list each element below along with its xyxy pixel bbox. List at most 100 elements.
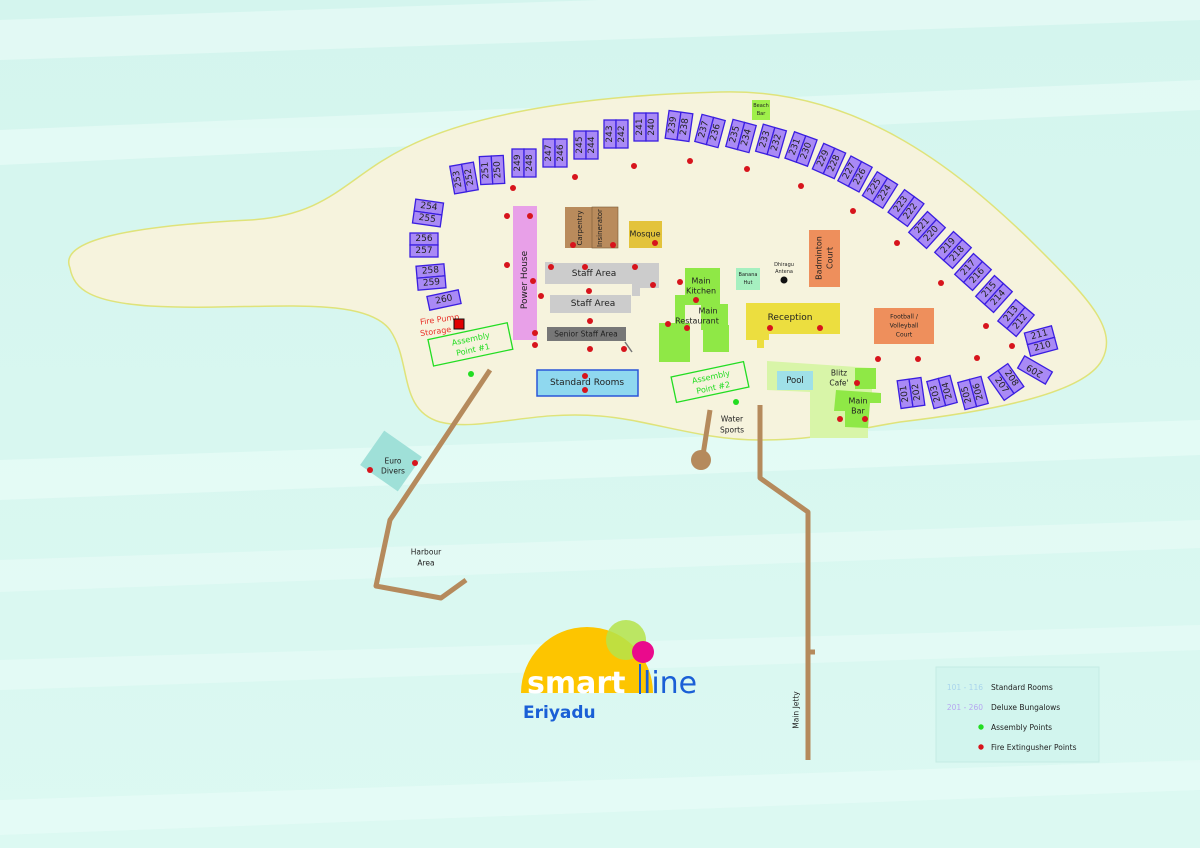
bungalow[interactable]	[676, 111, 694, 143]
bungalow[interactable]	[416, 275, 447, 291]
fire-extinguisher-point[interactable]	[587, 318, 593, 324]
assembly-point-1[interactable]	[427, 322, 514, 367]
banana-hut[interactable]	[736, 268, 760, 290]
bungalow[interactable]	[983, 282, 1014, 314]
bungalow[interactable]	[1026, 336, 1059, 358]
fire-extinguisher-point[interactable]	[610, 242, 616, 248]
bungalow[interactable]	[615, 119, 629, 149]
bungalow[interactable]	[822, 147, 847, 180]
carpentry[interactable]	[565, 207, 592, 248]
fire-extinguisher-point[interactable]	[650, 282, 656, 288]
fire-extinguisher-point[interactable]	[532, 330, 538, 336]
fire-extinguisher-point[interactable]	[1009, 343, 1015, 349]
bungalow[interactable]	[916, 218, 947, 250]
fire-extinguisher-point[interactable]	[621, 346, 627, 352]
euro-divers[interactable]	[360, 430, 422, 492]
bungalow[interactable]	[460, 161, 480, 193]
blitz-cafe[interactable]	[855, 368, 876, 389]
fire-extinguisher-point[interactable]	[530, 278, 536, 284]
fire-extinguisher-point[interactable]	[693, 297, 699, 303]
senior-staff-area[interactable]	[547, 327, 626, 341]
fire-extinguisher-point[interactable]	[652, 240, 658, 246]
staff-area-2[interactable]	[550, 295, 631, 313]
bungalow[interactable]	[968, 375, 990, 408]
bungalow[interactable]	[795, 135, 818, 168]
fire-extinguisher-point[interactable]	[862, 416, 868, 422]
fire-extinguisher-point[interactable]	[582, 387, 588, 393]
fire-extinguisher-point[interactable]	[510, 185, 516, 191]
fire-extinguisher-point[interactable]	[974, 355, 980, 361]
fire-extinguisher-point[interactable]	[938, 280, 944, 286]
main-kitchen[interactable]	[675, 268, 728, 330]
fire-extinguisher-point[interactable]	[527, 213, 533, 219]
bungalow[interactable]	[645, 112, 659, 142]
bungalow[interactable]	[871, 177, 899, 210]
bungalow[interactable]	[705, 116, 727, 149]
fire-extinguisher-point[interactable]	[854, 380, 860, 386]
fire-extinguisher-point[interactable]	[665, 321, 671, 327]
fire-extinguisher-point[interactable]	[532, 342, 538, 348]
fire-extinguisher-point[interactable]	[631, 163, 637, 169]
fire-extinguisher-point[interactable]	[548, 264, 554, 270]
fire-extinguisher-point[interactable]	[983, 323, 989, 329]
bungalow[interactable]	[585, 130, 599, 160]
fire-extinguisher-point[interactable]	[587, 346, 593, 352]
fire-extinguisher-point[interactable]	[412, 460, 418, 466]
fire-pump-storage[interactable]	[453, 318, 465, 330]
badminton-court[interactable]	[809, 230, 840, 287]
bungalow[interactable]	[942, 238, 973, 270]
bungalow[interactable]	[554, 138, 568, 168]
fire-extinguisher-point[interactable]	[582, 264, 588, 270]
bungalow[interactable]	[409, 244, 439, 258]
fire-extinguisher-point[interactable]	[570, 242, 576, 248]
fire-extinguisher-point[interactable]	[687, 158, 693, 164]
fire-extinguisher-point[interactable]	[894, 240, 900, 246]
fire-extinguisher-point[interactable]	[684, 325, 690, 331]
bungalow[interactable]	[490, 154, 506, 185]
fire-extinguisher-point[interactable]	[850, 208, 856, 214]
bungalow[interactable]	[766, 126, 788, 159]
bungalow[interactable]	[896, 195, 925, 228]
bungalow[interactable]	[1006, 306, 1036, 338]
standard-rooms[interactable]	[536, 369, 639, 397]
beach-bar[interactable]	[752, 100, 770, 120]
bungalow[interactable]	[962, 260, 993, 292]
fire-extinguisher-point[interactable]	[677, 279, 683, 285]
fire-extinguisher-point[interactable]	[504, 262, 510, 268]
bungalow[interactable]	[847, 160, 874, 193]
fire-extinguisher-point[interactable]	[767, 325, 773, 331]
insinerator[interactable]	[591, 206, 619, 249]
fire-extinguisher-point[interactable]	[744, 166, 750, 172]
reception[interactable]	[746, 303, 840, 348]
bungalow[interactable]	[523, 148, 537, 178]
fire-extinguisher-point[interactable]	[875, 356, 881, 362]
fire-extinguisher-point[interactable]	[632, 264, 638, 270]
fire-extinguisher-point[interactable]	[915, 356, 921, 362]
fire-extinguisher-point[interactable]	[367, 467, 373, 473]
pool[interactable]	[777, 371, 813, 390]
football-volleyball-court[interactable]	[874, 308, 934, 344]
water-sports-jetty[interactable]	[700, 409, 713, 456]
assembly-point-marker[interactable]	[733, 399, 739, 405]
